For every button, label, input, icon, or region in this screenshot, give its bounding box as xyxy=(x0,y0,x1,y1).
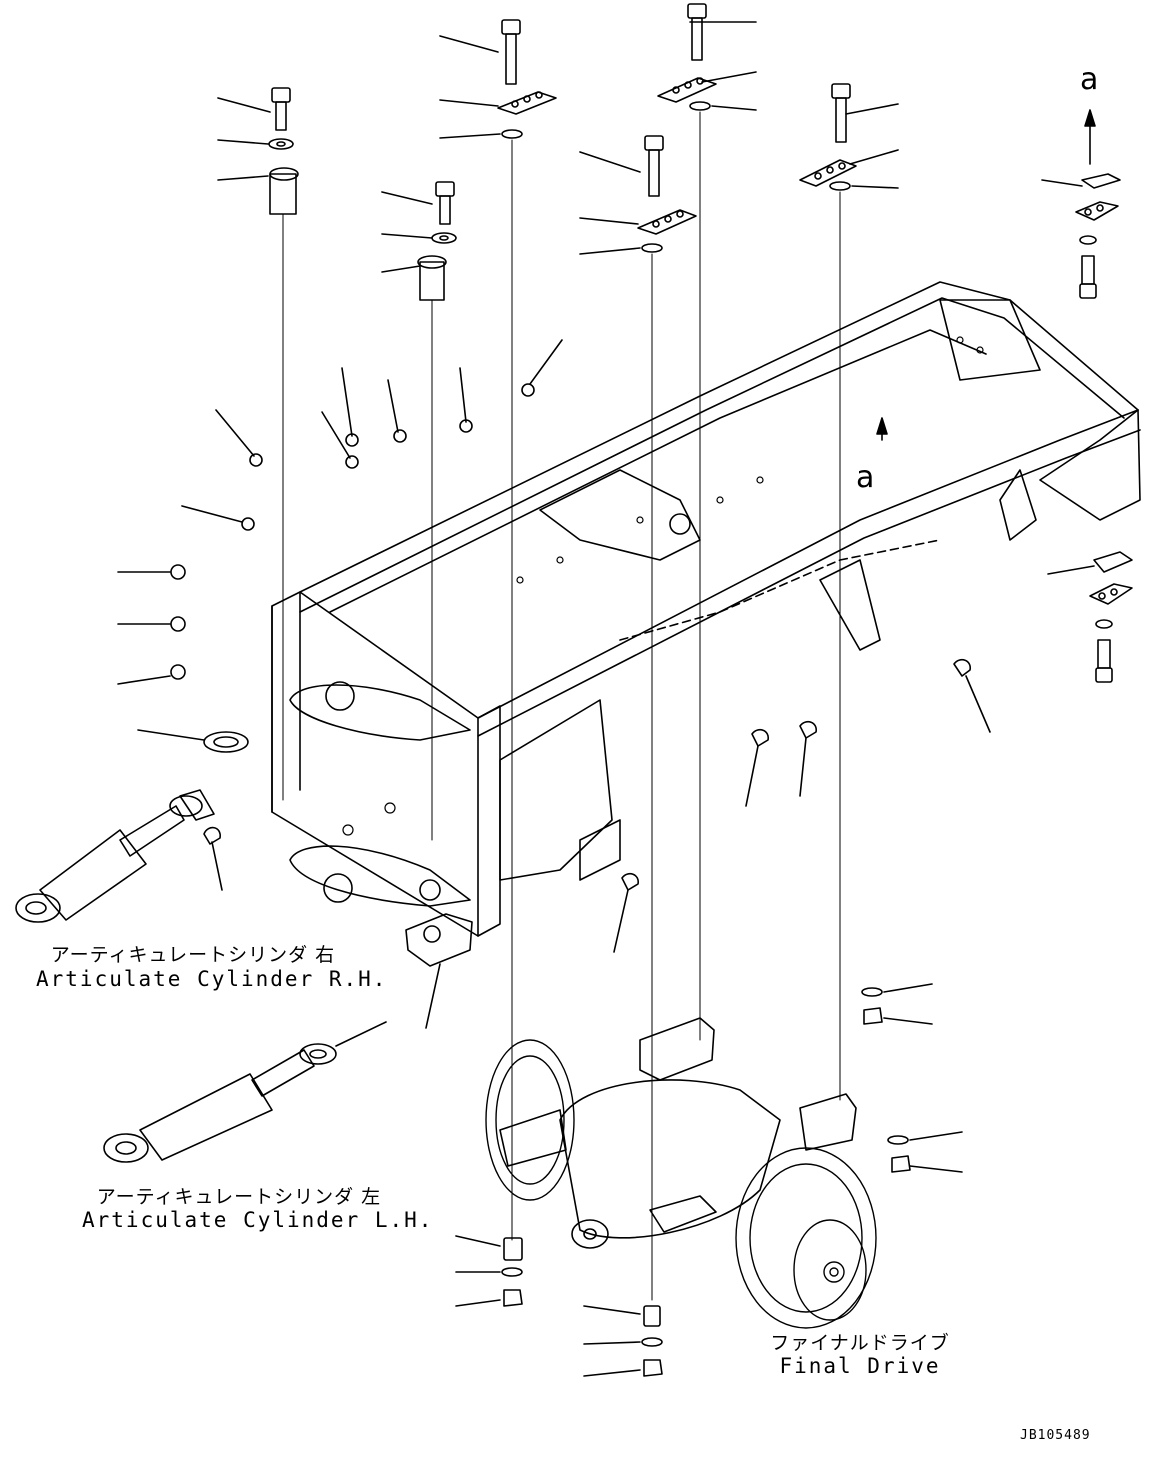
cylinder-lh-label-en: Articulate Cylinder L.H. xyxy=(82,1208,434,1232)
view-a-arrow xyxy=(876,417,888,441)
cylinder-rh-label-jp: アーティキュレートシリンダ 右 xyxy=(50,944,336,966)
final-drive-label-en: Final Drive xyxy=(779,1354,941,1378)
cylinder-lh-label-jp: アーティキュレートシリンダ 左 xyxy=(96,1186,382,1208)
view-a-label-frame: a xyxy=(856,460,875,495)
bolt-group-1 xyxy=(217,87,299,801)
bolt-group-5 xyxy=(799,83,899,1101)
cylinder-rh-label-en: Articulate Cylinder R.H. xyxy=(36,967,388,991)
bottom-hardware xyxy=(455,983,963,1377)
final-drive-label-jp: ファイナルドライブ xyxy=(770,1332,950,1354)
articulate-cylinder-rh xyxy=(15,789,215,923)
frame-fasteners xyxy=(117,339,991,1029)
bolt-group-3 xyxy=(657,3,757,1041)
articulate-cylinder-lh xyxy=(103,1021,387,1163)
main-frame xyxy=(271,281,1141,967)
bolt-group-6 xyxy=(381,181,457,841)
final-drive xyxy=(485,1017,877,1329)
bolt-group-2 xyxy=(439,19,557,1241)
bolt-group-4 xyxy=(579,135,697,1301)
drawing-code: JB105489 xyxy=(1020,1428,1091,1443)
view-a-detail xyxy=(1041,109,1133,683)
view-a-label-top: a xyxy=(1080,62,1099,97)
